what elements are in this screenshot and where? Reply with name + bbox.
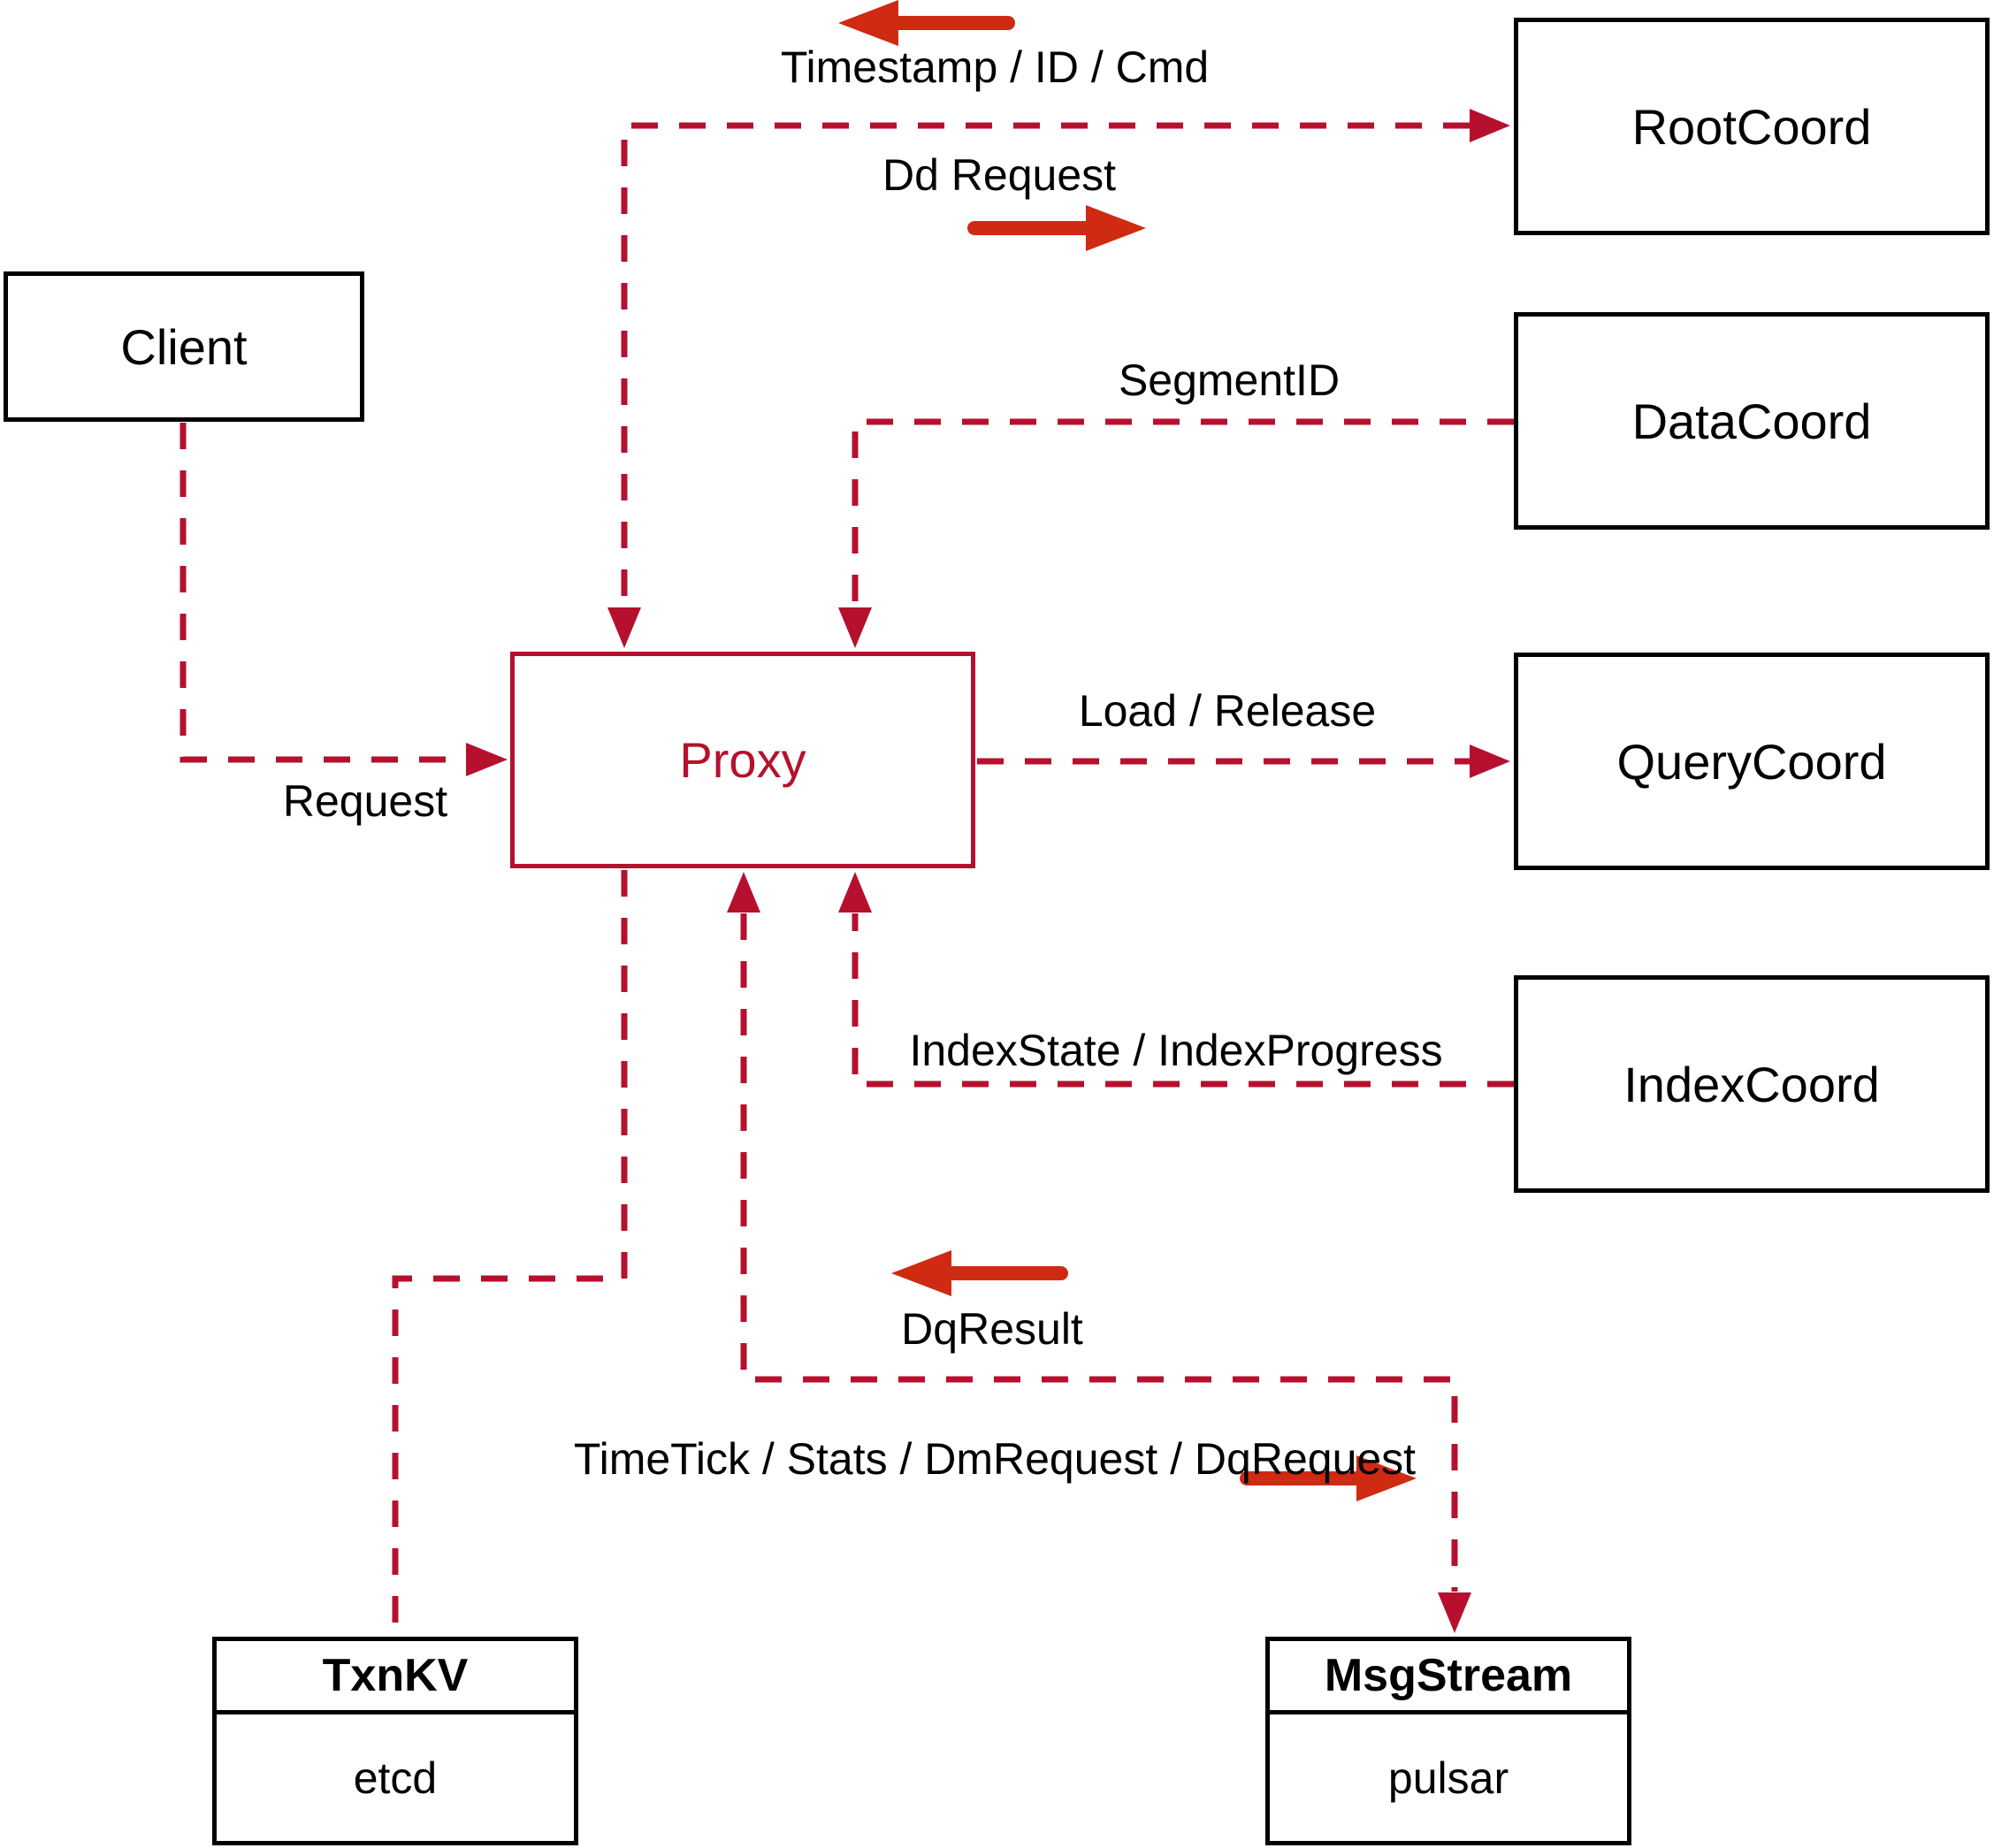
node-rootcoord-label: RootCoord	[1631, 98, 1872, 155]
edge-label-indexstate-indexprogress: IndexState / IndexProgress	[909, 1026, 1443, 1075]
arrowhead-msgstream-icon	[1438, 1592, 1471, 1633]
edge-label-timestamp-id-cmd: Timestamp / ID / Cmd	[780, 42, 1210, 92]
node-client-label: Client	[120, 318, 248, 375]
node-indexcoord: IndexCoord	[1514, 975, 1990, 1193]
node-txnkv-title: TxnKV	[217, 1641, 574, 1714]
edge-label-timetick-stats-dmrequest-dqrequest: TimeTick / Stats / DmRequest / DqRequest	[573, 1434, 1417, 1484]
edge-datacoord-proxy	[852, 418, 1514, 607]
timetick-direction-arrow-right-icon	[1240, 1455, 1417, 1501]
edge-indexcoord-proxy	[852, 913, 1514, 1088]
node-txnkv: TxnKV etcd	[212, 1637, 578, 1845]
edge-proxy-rootcoord	[621, 122, 1470, 607]
edge-label-segmentid: SegmentID	[1118, 355, 1341, 405]
node-proxy-label: Proxy	[679, 732, 806, 788]
arrowhead-querycoord-icon	[1470, 745, 1510, 778]
edge-label-dd-request: Dd Request	[882, 150, 1117, 200]
edge-label-dqresult: DqResult	[901, 1304, 1083, 1354]
node-datacoord: DataCoord	[1514, 312, 1990, 530]
arrowhead-proxy-top-left-icon	[607, 607, 641, 648]
dd-request-direction-arrow-right-icon	[967, 205, 1146, 251]
node-txnkv-subtitle: etcd	[353, 1753, 438, 1803]
node-rootcoord: RootCoord	[1514, 18, 1990, 235]
edge-client-proxy	[180, 423, 467, 763]
edge-label-load-release: Load / Release	[1078, 686, 1377, 736]
node-datacoord-label: DataCoord	[1631, 393, 1872, 449]
node-msgstream-subtitle: pulsar	[1387, 1753, 1509, 1803]
edge-proxy-msgstream	[740, 913, 1458, 1592]
node-msgstream: MsgStream pulsar	[1265, 1637, 1631, 1845]
edge-proxy-txnkv	[392, 870, 628, 1634]
arrowhead-proxy-top-right-icon	[838, 607, 872, 648]
node-proxy: Proxy	[510, 652, 975, 868]
arrowhead-proxy-left-icon	[466, 743, 508, 776]
arrowhead-proxy-bottom-mid-icon	[727, 872, 760, 913]
node-querycoord-label: QueryCoord	[1616, 733, 1887, 790]
timestamp-direction-arrow-left-icon	[838, 0, 1015, 46]
arrowhead-rootcoord-icon	[1470, 109, 1510, 142]
node-msgstream-title: MsgStream	[1270, 1641, 1627, 1714]
arrowhead-proxy-bottom-right-icon	[838, 872, 872, 913]
node-querycoord: QueryCoord	[1514, 653, 1990, 870]
edge-label-request: Request	[282, 776, 448, 826]
node-indexcoord-label: IndexCoord	[1623, 1056, 1880, 1112]
node-client: Client	[4, 271, 364, 422]
dqresult-direction-arrow-left-icon	[891, 1250, 1068, 1296]
